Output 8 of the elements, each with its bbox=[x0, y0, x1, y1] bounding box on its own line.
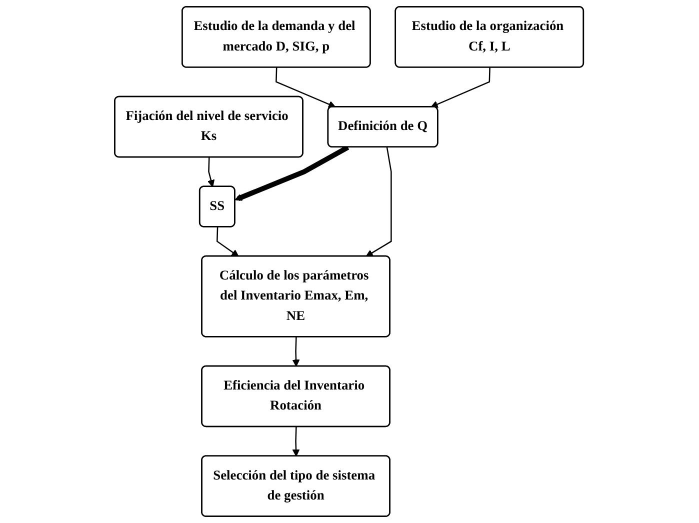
arrow bbox=[276, 68, 336, 108]
arrow bbox=[208, 157, 215, 188]
arrow bbox=[431, 68, 491, 108]
arrow bbox=[292, 426, 300, 457]
arrow bbox=[292, 337, 300, 367]
arrow bbox=[235, 145, 350, 201]
arrow bbox=[366, 147, 392, 257]
arrow bbox=[216, 227, 240, 257]
